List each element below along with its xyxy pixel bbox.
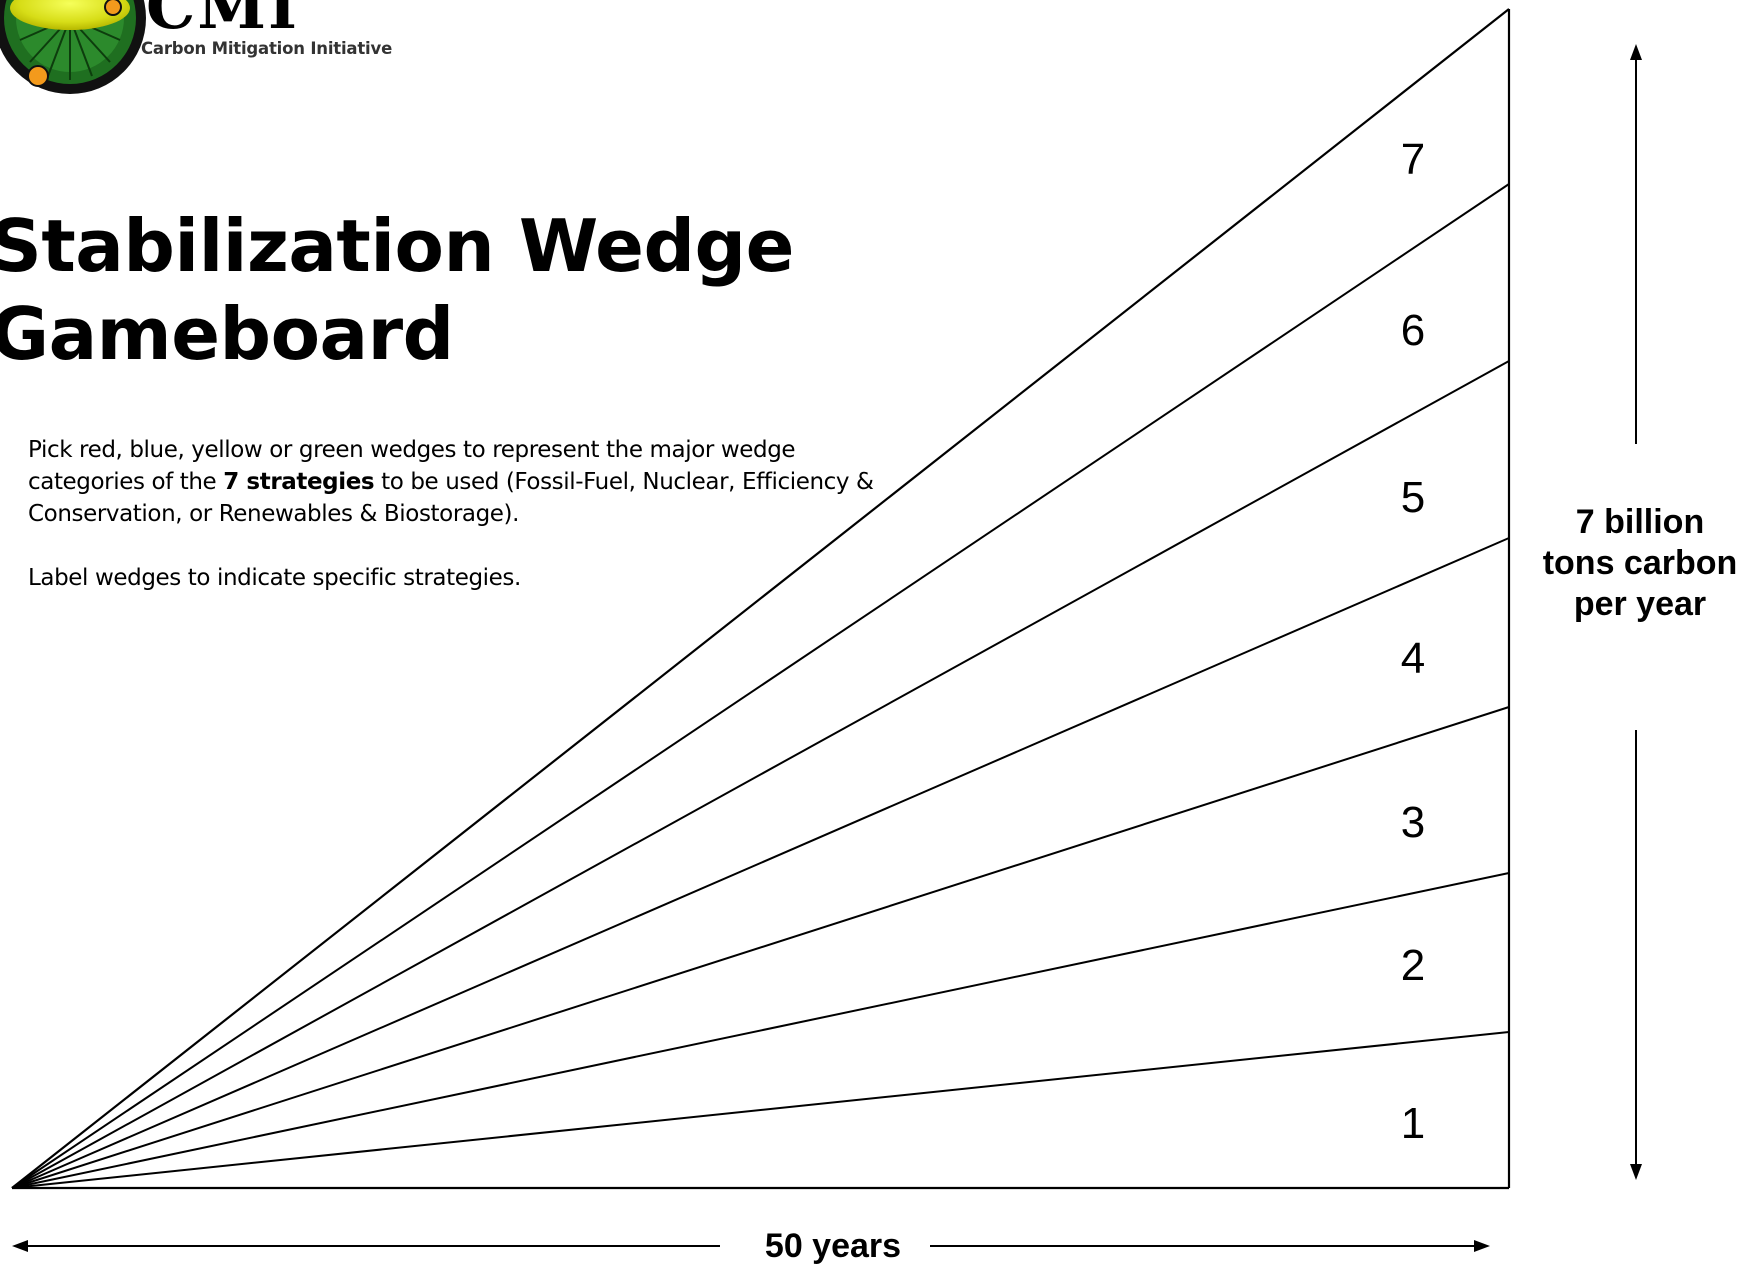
logo-tagline: Carbon Mitigation Initiative xyxy=(141,39,393,58)
instruction-item: .Pick red, blue, yellow or green wedges … xyxy=(0,434,880,530)
y-axis-label: 7 billion tons carbon per year xyxy=(1530,502,1750,625)
y-axis-label-line-3: per year xyxy=(1573,585,1707,623)
page-title-line-1: Stabilization Wedge xyxy=(0,204,794,288)
instruction-list: .Pick red, blue, yellow or green wedges … xyxy=(0,434,880,626)
wedge-7-label: 7 xyxy=(1401,135,1425,184)
arrow-up-icon xyxy=(1630,44,1642,60)
y-axis-label-line-1: 7 billion xyxy=(1575,503,1705,541)
x-axis-label: 50 years xyxy=(748,1226,918,1266)
wedge-separator-3-4[interactable] xyxy=(11,706,1510,1189)
y-axis-label-line-2: tons carbon xyxy=(1542,544,1738,582)
arrow-right-icon xyxy=(1474,1240,1490,1252)
logo-sun-globe-icon xyxy=(0,0,146,94)
wedge-6-label: 6 xyxy=(1401,306,1425,355)
page-title-line-2: Gameboard xyxy=(0,292,454,376)
instruction-emphasis: 7 strategies xyxy=(223,469,375,495)
wedge-separator-1-2[interactable] xyxy=(11,1031,1510,1189)
logo-wordmark: CMI xyxy=(146,0,299,43)
page-title: Stabilization Wedge Gameboard xyxy=(0,202,794,378)
instruction-text: Label wedges to indicate specific strate… xyxy=(28,565,521,591)
wedge-separator-4-5[interactable] xyxy=(11,537,1510,1189)
wedge-4-label: 4 xyxy=(1401,634,1425,683)
cmi-logo: CMI Carbon Mitigation Initiative xyxy=(0,0,470,100)
arrow-left-icon xyxy=(12,1240,28,1252)
instruction-marker: . xyxy=(0,434,1,466)
instruction-item: . Label wedges to indicate specific strat… xyxy=(0,562,880,594)
instruction-marker: . xyxy=(0,562,1,594)
wedge-5-label: 5 xyxy=(1401,473,1425,522)
arrow-down-icon xyxy=(1630,1164,1642,1180)
wedge-2-label: 2 xyxy=(1401,941,1425,990)
wedge-3-label: 3 xyxy=(1401,798,1425,847)
wedge-separator-2-3[interactable] xyxy=(11,872,1510,1189)
wedge-1-label: 1 xyxy=(1401,1099,1425,1148)
